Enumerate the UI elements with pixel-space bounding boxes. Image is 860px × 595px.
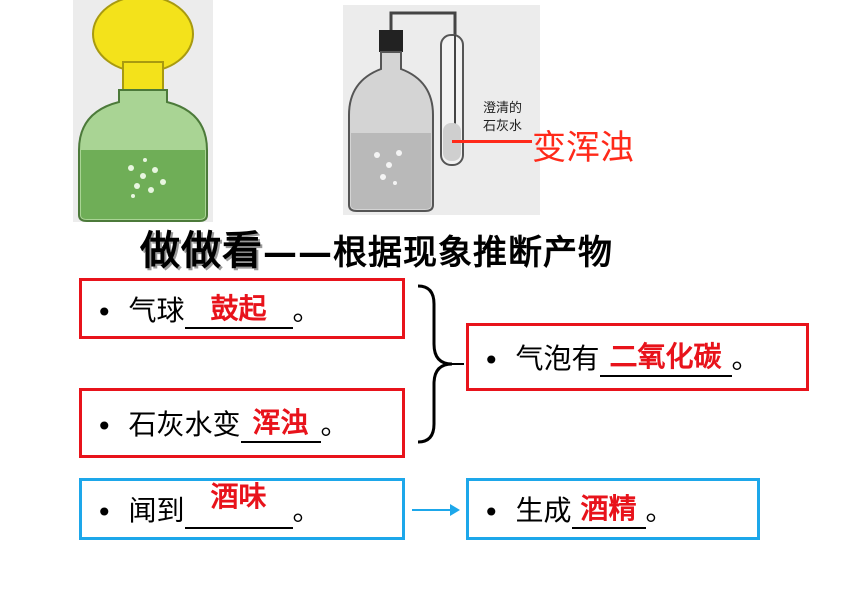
title-bold-part: 做做看 — [140, 228, 263, 274]
product-prefix: 生成 — [515, 494, 572, 527]
bubbles-row: • 气泡有 二氧化碳 。 — [483, 337, 760, 377]
bullet: • — [96, 295, 113, 329]
bullet: • — [483, 344, 500, 377]
balloon-answer-blank: 鼓起 — [184, 294, 293, 329]
balloon-bottle-illustration — [73, 0, 213, 222]
product-row: • 生成 酒精 。 — [483, 489, 674, 529]
limewater-label-line2: 石灰水 — [483, 119, 523, 134]
product-suffix: 。 — [645, 494, 674, 527]
arrow-icon — [410, 502, 462, 522]
bubbles-answer-blank: 二氧化碳 — [599, 343, 732, 377]
limewater-prefix: 石灰水变 — [128, 408, 241, 441]
smell-answer: 酒味 — [210, 480, 267, 513]
bubbles-suffix: 。 — [731, 342, 760, 375]
limewater-answer-blank: 浑浊 — [240, 409, 321, 443]
annotation-pointer-line — [452, 140, 532, 143]
limewater-label-line1: 澄清的 — [483, 101, 523, 116]
balloon-prefix: 气球 — [128, 293, 185, 327]
bubbles-prefix: 气泡有 — [515, 342, 600, 375]
turbid-annotation: 变浑浊 — [532, 128, 634, 168]
limewater-answer: 浑浊 — [252, 406, 309, 439]
limewater-row: • 石灰水变 浑浊 。 — [96, 403, 349, 443]
bullet: • — [96, 496, 113, 529]
bubbles-answer: 二氧化碳 — [609, 340, 722, 373]
title-subtitle: ——根据现象推断产物 — [263, 233, 613, 273]
section-title: 做做看——根据现象推断产物 — [140, 218, 613, 276]
balloon-observation-box: • 气球 鼓起 。 — [79, 278, 405, 339]
product-answer: 酒精 — [580, 492, 637, 525]
limewater-apparatus-illustration: 澄清的 石灰水 — [343, 5, 540, 215]
grouping-brace — [412, 282, 466, 451]
bubbles-conclusion-box: • 气泡有 二氧化碳 。 — [466, 323, 809, 391]
smell-prefix: 闻到 — [128, 494, 185, 527]
smell-observation-box: • 闻到 酒味 。 — [79, 478, 405, 540]
balloon-suffix: 。 — [292, 293, 321, 327]
product-answer-blank: 酒精 — [571, 495, 646, 529]
smell-suffix: 。 — [292, 494, 321, 527]
limewater-observation-box: • 石灰水变 浑浊 。 — [79, 388, 405, 458]
bullet: • — [96, 410, 113, 443]
smell-row: • 闻到 酒味 。 — [96, 483, 321, 529]
bullet: • — [483, 496, 500, 529]
limewater-suffix: 。 — [320, 408, 349, 441]
smell-answer-blank: 酒味 — [184, 483, 293, 529]
product-conclusion-box: • 生成 酒精 。 — [466, 478, 760, 540]
balloon-row: • 气球 鼓起 。 — [96, 289, 321, 329]
balloon-answer: 鼓起 — [210, 291, 267, 325]
